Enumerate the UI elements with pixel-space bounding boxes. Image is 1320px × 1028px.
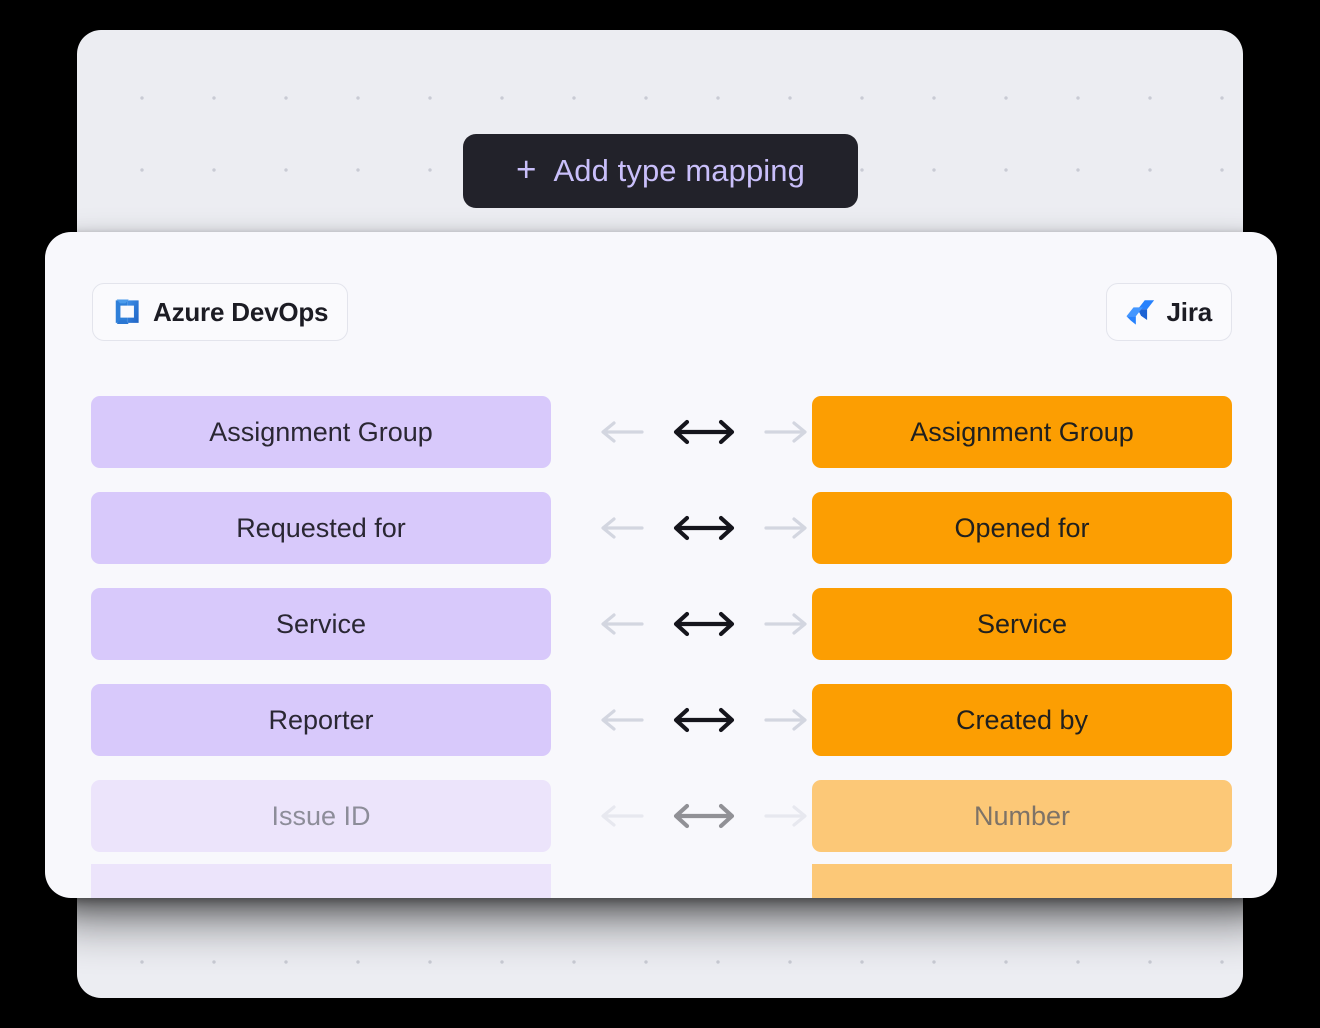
source-system-name: Azure DevOps <box>153 296 329 327</box>
arrow-bidirectional-icon[interactable] <box>671 801 737 831</box>
target-field-pill[interactable]: Service <box>812 588 1232 660</box>
add-type-mapping-button[interactable]: + Add type mapping <box>463 134 858 208</box>
source-field-pill[interactable]: Issue ID <box>91 780 551 852</box>
source-system-badge-azure-devops[interactable]: Azure DevOps <box>92 283 349 341</box>
arrow-bidirectional-icon[interactable] <box>671 705 737 735</box>
mapping-rows-list: Assignment Group Assignment Group Reque <box>45 384 1277 898</box>
mapping-direction-controls <box>551 780 857 852</box>
arrow-right-icon[interactable] <box>763 515 811 541</box>
source-field-pill[interactable]: Service <box>91 588 551 660</box>
mapping-direction-controls <box>551 492 857 564</box>
arrow-right-icon[interactable] <box>763 419 811 445</box>
target-field-pill[interactable] <box>812 864 1232 898</box>
source-field-pill[interactable] <box>91 864 551 898</box>
target-field-pill[interactable]: Assignment Group <box>812 396 1232 468</box>
add-type-mapping-label: Add type mapping <box>553 153 805 188</box>
arrow-left-icon[interactable] <box>597 803 645 829</box>
target-field-pill[interactable]: Opened for <box>812 492 1232 564</box>
arrow-left-icon[interactable] <box>597 707 645 733</box>
arrow-left-icon[interactable] <box>597 515 645 541</box>
mapping-direction-controls <box>551 396 857 468</box>
plus-icon: + <box>516 150 537 189</box>
azure-devops-logo-icon <box>112 297 142 327</box>
target-field-pill[interactable]: Number <box>812 780 1232 852</box>
mapping-direction-controls <box>551 684 857 756</box>
type-mapping-card: Azure DevOps Jira Assignment Group <box>45 232 1277 898</box>
arrow-right-icon[interactable] <box>763 707 811 733</box>
mapping-row: Assignment Group Assignment Group <box>45 384 1277 480</box>
target-system-badge-jira[interactable]: Jira <box>1105 283 1232 341</box>
jira-logo-icon <box>1126 297 1156 327</box>
mapping-row: Requested for Opened for <box>45 480 1277 576</box>
mapping-row <box>45 864 1277 898</box>
arrow-left-icon[interactable] <box>597 419 645 445</box>
mapping-direction-controls <box>551 588 857 660</box>
mapping-row: Service Service <box>45 576 1277 672</box>
source-field-pill[interactable]: Assignment Group <box>91 396 551 468</box>
arrow-left-icon[interactable] <box>597 611 645 637</box>
source-field-pill[interactable]: Requested for <box>91 492 551 564</box>
arrow-right-icon[interactable] <box>763 611 811 637</box>
source-field-pill[interactable]: Reporter <box>91 684 551 756</box>
mapping-row: Reporter Created by <box>45 672 1277 768</box>
arrow-bidirectional-icon[interactable] <box>671 513 737 543</box>
systems-header: Azure DevOps Jira <box>45 232 1277 384</box>
arrow-right-icon[interactable] <box>763 803 811 829</box>
mapping-row: Issue ID Number <box>45 768 1277 864</box>
target-system-name: Jira <box>1166 296 1213 327</box>
target-field-pill[interactable]: Created by <box>812 684 1232 756</box>
arrow-bidirectional-icon[interactable] <box>671 609 737 639</box>
arrow-bidirectional-icon[interactable] <box>671 417 737 447</box>
